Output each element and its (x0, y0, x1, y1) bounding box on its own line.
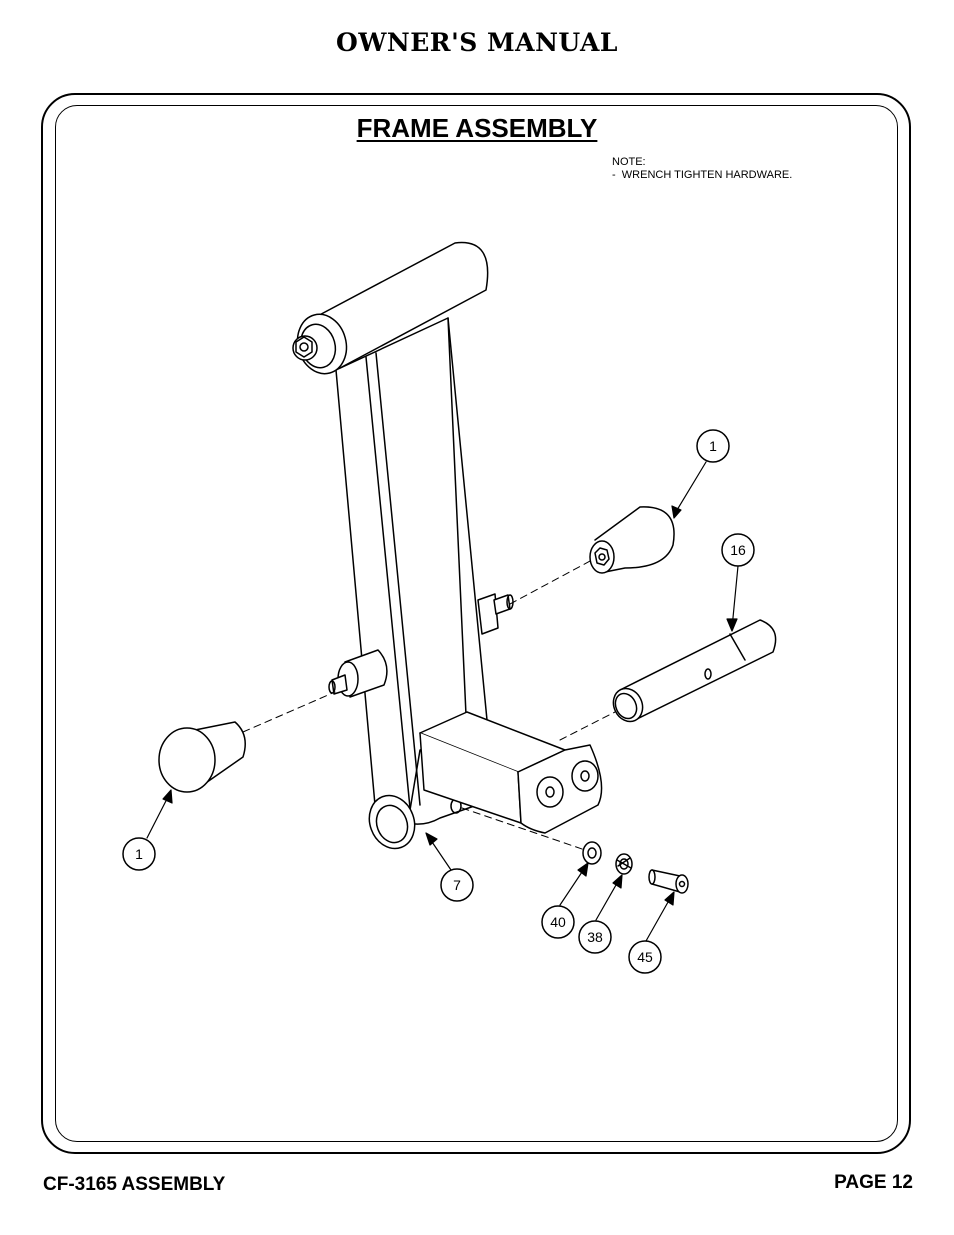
top-roller (292, 241, 489, 375)
callout-label: 16 (730, 542, 746, 558)
page-border-outer (41, 93, 911, 1154)
lock-washer (615, 853, 633, 875)
bottom-bracket (419, 711, 603, 834)
callout-balloon: 16 (721, 533, 755, 567)
callout-label: 45 (637, 949, 653, 965)
callout-balloon: 7 (440, 868, 474, 902)
model-label: CF-3165 ASSEMBLY (43, 1174, 226, 1195)
pad-post-upper (477, 593, 514, 635)
callout-balloon: 40 (541, 905, 575, 939)
note-heading: NOTE: (612, 156, 646, 168)
page-border-inner (55, 105, 898, 1142)
assembly-note: NOTE: - WRENCH TIGHTEN HARDWARE. (612, 156, 792, 182)
callout-label: 7 (453, 877, 461, 893)
callout-balloon: 1 (696, 429, 730, 463)
note-line: - WRENCH TIGHTEN HARDWARE. (612, 169, 793, 181)
page-number: PAGE 12 (834, 1172, 913, 1193)
callout-balloon: 45 (628, 940, 662, 974)
callout-label: 1 (135, 846, 143, 862)
foam-pad-upper (589, 506, 675, 574)
callout-label: 40 (550, 914, 566, 930)
axle-tube (612, 619, 777, 723)
section-title: FRAME ASSEMBLY (356, 113, 598, 143)
callout-balloon: 38 (578, 920, 612, 954)
assembly-lines (242, 559, 616, 851)
pad-post-lower (328, 649, 388, 698)
foam-pad-lower (158, 721, 246, 793)
callout-balloon: 1 (122, 837, 156, 871)
manual-title: OWNER'S MANUAL (336, 28, 618, 57)
callout-label: 1 (709, 438, 717, 454)
callout-label: 38 (587, 929, 603, 945)
bolt (648, 869, 689, 894)
washer (582, 841, 602, 865)
leader-arrows (146, 461, 739, 942)
